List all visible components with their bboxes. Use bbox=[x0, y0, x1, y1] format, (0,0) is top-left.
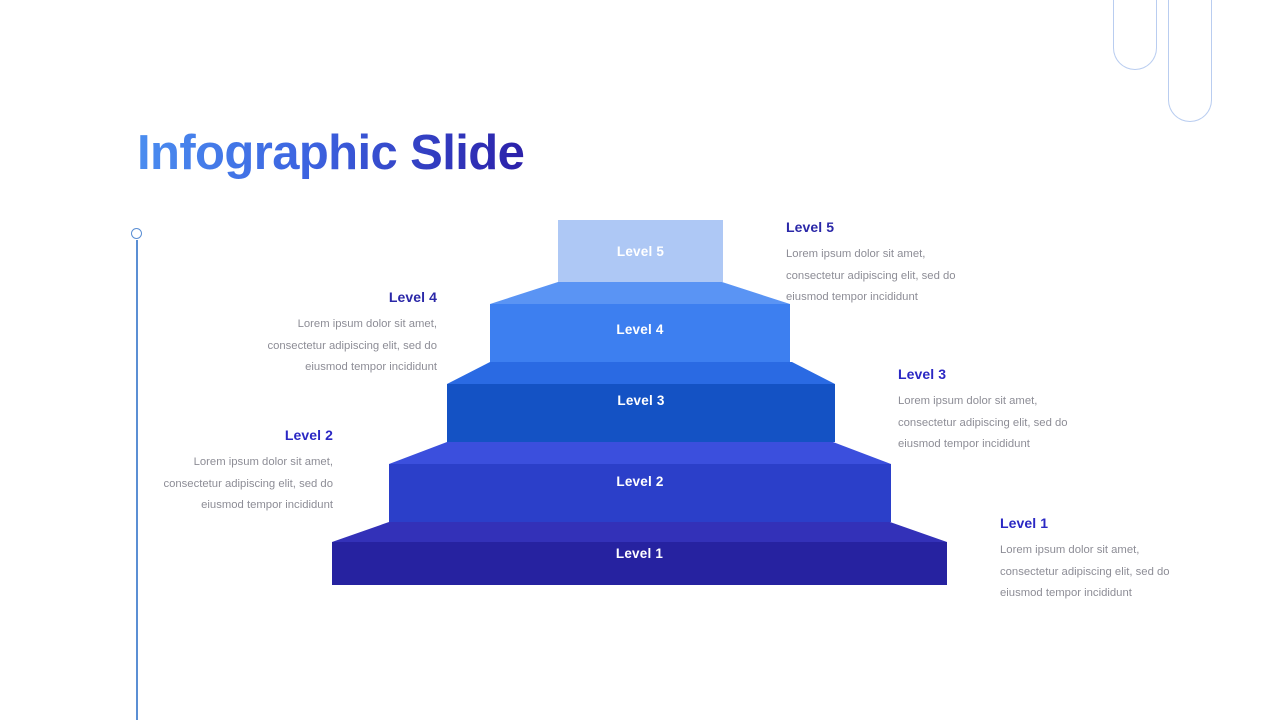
pyramid-level-1-label: Level 1 bbox=[615, 546, 664, 561]
pyramid-level-5[interactable]: Level 5 bbox=[558, 220, 723, 282]
pyramid-level-2[interactable]: Level 2 bbox=[389, 442, 891, 522]
timeline-vertical-line bbox=[136, 240, 138, 720]
pyramid-level-3-label: Level 3 bbox=[617, 393, 665, 408]
info-block-level-4-body: Lorem ipsum dolor sit amet, consectetur … bbox=[267, 318, 437, 373]
rounded-pill-outline-icon bbox=[1113, 0, 1157, 70]
pyramid-level-1[interactable]: Level 1 bbox=[332, 522, 947, 585]
info-block-level-5-body: Lorem ipsum dolor sit amet, consectetur … bbox=[786, 248, 956, 303]
info-block-level-3-title: Level 3 bbox=[898, 366, 947, 382]
pyramid-level-5-face bbox=[558, 220, 723, 282]
pyramid-level-4-label: Level 4 bbox=[616, 322, 664, 337]
info-block-level-2-title: Level 2 bbox=[284, 427, 333, 443]
info-block-level-1: Level 1 Lorem ipsum dolor sit amet, cons… bbox=[1000, 515, 1200, 605]
page-title: Infographic Slide bbox=[137, 126, 525, 180]
info-block-level-2-body: Lorem ipsum dolor sit amet, consectetur … bbox=[163, 456, 333, 511]
pyramid-level-4-shape bbox=[490, 282, 790, 362]
pyramid-level-3[interactable]: Level 3 bbox=[447, 362, 835, 442]
info-block-level-1-body: Lorem ipsum dolor sit amet, consectetur … bbox=[1000, 544, 1170, 599]
info-block-level-1-title: Level 1 bbox=[1000, 515, 1049, 531]
timeline-dot-icon bbox=[131, 228, 142, 239]
info-block-level-5-title: Level 5 bbox=[786, 219, 835, 235]
info-block-level-5: Level 5 Lorem ipsum dolor sit amet, cons… bbox=[786, 219, 986, 309]
rounded-pill-outline-icon bbox=[1168, 0, 1212, 122]
info-block-level-3: Level 3 Lorem ipsum dolor sit amet, cons… bbox=[898, 366, 1098, 456]
info-block-level-4: Level 4 Lorem ipsum dolor sit amet, cons… bbox=[237, 289, 437, 379]
info-block-level-2: Level 2 Lorem ipsum dolor sit amet, cons… bbox=[133, 427, 333, 517]
pyramid-level-2-label: Level 2 bbox=[616, 474, 664, 489]
info-block-level-3-body: Lorem ipsum dolor sit amet, consectetur … bbox=[898, 395, 1068, 450]
pyramid-level-4[interactable]: Level 4 bbox=[490, 282, 790, 362]
info-block-level-4-title: Level 4 bbox=[388, 289, 437, 305]
pyramid-level-5-label: Level 5 bbox=[616, 244, 665, 259]
pyramid-level-2-shape bbox=[389, 442, 891, 522]
pyramid-level-1-shape bbox=[332, 522, 947, 585]
pyramid-level-3-shape bbox=[447, 362, 835, 442]
